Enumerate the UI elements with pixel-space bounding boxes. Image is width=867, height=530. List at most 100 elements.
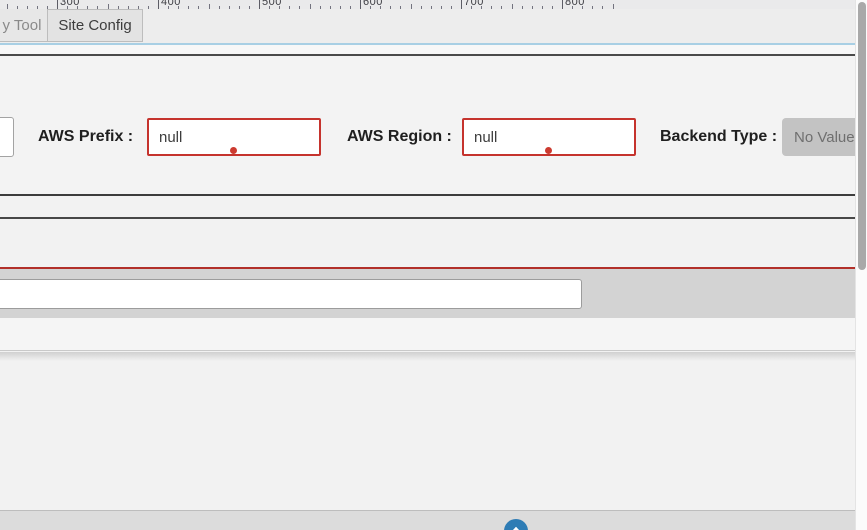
ruler-tick [77,6,79,9]
ruler-tick [400,6,402,9]
ruler-tick [349,6,351,9]
ruler-tick [440,6,442,9]
tab-site-config-label: Site Config [58,17,132,34]
ruler-tick [248,6,250,9]
ruler-tick [87,6,89,9]
dark-divider-mid-2 [0,217,855,219]
ruler-tick [430,6,432,9]
ruler-tick [450,6,452,9]
aws-prefix-label: AWS Prefix : [38,128,134,145]
tab-y-tool[interactable]: y Tool [0,9,48,42]
ruler-tick [46,6,48,9]
ruler-tick [259,0,260,9]
aws-region-input[interactable] [462,118,636,156]
tab-bar: y Tool Site Config [0,9,855,43]
ruler-label: 400 [161,0,181,8]
ruler-tick [481,6,483,9]
filter-input[interactable] [0,279,582,309]
ruler-label: 600 [363,0,383,8]
spacer-strip [0,45,855,54]
ruler-label: 300 [60,0,80,8]
ruler-tick [36,6,38,9]
ruler-tick [582,6,584,9]
ruler-tick [97,6,99,9]
ruler-tick [390,6,392,9]
footer-divider [0,510,855,511]
ruler-tick [208,4,210,9]
ruler-tick [370,6,372,9]
backend-type-field[interactable]: No Value [782,118,862,156]
ruler-tick [329,6,331,9]
form-section [0,56,855,194]
ruler-tick [147,6,149,9]
vertical-scrollbar[interactable] [855,0,867,530]
ruler-tick [198,6,200,9]
ruler-tick [26,6,28,9]
ruler-tick [188,6,190,9]
ruler-tick [319,6,321,9]
ruler-label: 500 [262,0,282,8]
ruler-tick [380,6,382,9]
scrollbar-thumb[interactable] [858,2,866,270]
horizontal-ruler: 300 400 500 600 700 800 [0,0,855,9]
ruler-tick [16,6,18,9]
ruler-tick [562,0,563,9]
aws-region-error-dot [545,147,552,154]
ruler-tick [612,4,614,9]
aws-region-label: AWS Region : [347,128,452,145]
aws-prefix-input[interactable] [147,118,321,156]
backend-type-label: Backend Type : [660,128,778,145]
ruler-tick [127,6,129,9]
ruler-label: 700 [464,0,484,8]
dark-divider-top [0,54,855,56]
ruler-tick [471,6,473,9]
ruler-tick [572,6,574,9]
ruler-tick [67,6,69,9]
ruler-tick [309,4,311,9]
ruler-tick [117,6,119,9]
ruler-tick [168,6,170,9]
ruler-tick [501,6,503,9]
backend-type-value: No Value [794,128,855,146]
accent-divider [0,43,855,45]
ruler-label: 800 [565,0,585,8]
ruler-tick [420,6,422,9]
ruler-tick [541,6,543,9]
ruler-tick [360,0,361,9]
ruler-tick [299,6,301,9]
collapsed-section-header [0,318,855,351]
ruler-tick [491,6,493,9]
ruler-tick [6,4,8,9]
ruler-tick [218,6,220,9]
ruler-tick [551,6,553,9]
ruler-tick [531,6,533,9]
ruler-tick [238,6,240,9]
ruler-tick [279,6,281,9]
ruler-tick [269,6,271,9]
footer-bar [0,511,855,530]
ruler-tick [107,4,109,9]
ruler-tick [602,6,604,9]
ruler-tick [461,0,462,9]
ruler-tick [158,0,159,9]
red-section-divider [0,267,855,269]
tab-y-tool-label: y Tool [2,16,42,34]
dark-divider-mid-1 [0,194,855,196]
ruler-tick [57,0,58,9]
scroll-top-button[interactable] [504,519,528,530]
ruler-tick [511,4,513,9]
ruler-tick [137,6,139,9]
cropped-input-left[interactable] [0,117,14,157]
panel-shadow [0,352,855,361]
tab-site-config[interactable]: Site Config [47,9,143,42]
ruler-tick [410,4,412,9]
main-panel [0,351,855,510]
ruler-tick [228,6,230,9]
ruler-tick [339,6,341,9]
chevron-up-icon [508,526,524,530]
ruler-tick [592,6,594,9]
ruler-tick [521,6,523,9]
ruler-tick [289,6,291,9]
aws-prefix-error-dot [230,147,237,154]
